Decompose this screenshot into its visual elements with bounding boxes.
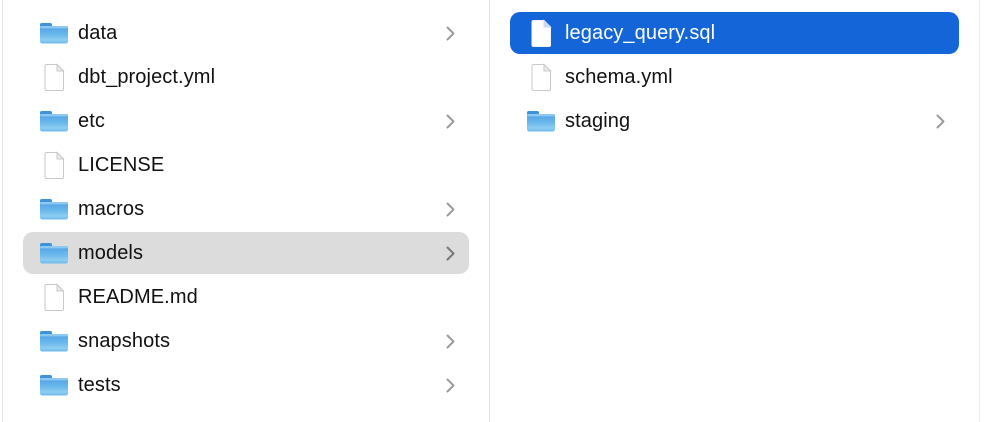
list-item-staging[interactable]: staging — [510, 100, 959, 142]
item-label: staging — [565, 109, 631, 132]
list-item-data[interactable]: data — [23, 12, 469, 54]
folder-icon — [39, 326, 69, 356]
item-label: README.md — [78, 285, 198, 308]
file-icon — [526, 62, 556, 92]
list-item-legacy-query-sql[interactable]: legacy_query.sql — [510, 12, 959, 54]
chevron-right-icon — [438, 334, 455, 349]
chevron-right-icon — [438, 246, 455, 261]
list-item-macros[interactable]: macros — [23, 188, 469, 230]
item-label: data — [78, 21, 118, 44]
chevron-right-icon — [438, 114, 455, 129]
chevron-right-icon — [928, 114, 945, 129]
chevron-right-icon — [438, 202, 455, 217]
folder-icon — [39, 238, 69, 268]
item-label: schema.yml — [565, 65, 673, 88]
list-item-license[interactable]: LICENSE — [23, 144, 469, 186]
list-item-snapshots[interactable]: snapshots — [23, 320, 469, 362]
list-item-readme-md[interactable]: README.md — [23, 276, 469, 318]
folder-icon — [526, 106, 556, 136]
item-label: legacy_query.sql — [565, 21, 716, 44]
item-label: etc — [78, 109, 105, 132]
item-label: LICENSE — [78, 153, 165, 176]
column-right: legacy_query.sql schema.yml staging — [490, 0, 980, 422]
file-icon — [39, 150, 69, 180]
item-label: models — [78, 241, 144, 264]
item-label: dbt_project.yml — [78, 65, 216, 88]
chevron-right-icon — [438, 26, 455, 41]
list-item-dbt-project-yml[interactable]: dbt_project.yml — [23, 56, 469, 98]
folder-icon — [39, 106, 69, 136]
file-icon — [39, 282, 69, 312]
folder-icon — [39, 18, 69, 48]
folder-icon — [39, 194, 69, 224]
chevron-right-icon — [438, 378, 455, 393]
list-item-tests[interactable]: tests — [23, 364, 469, 406]
list-item-models[interactable]: models — [23, 232, 469, 274]
list-item-schema-yml[interactable]: schema.yml — [510, 56, 959, 98]
item-label: snapshots — [78, 329, 171, 352]
list-item-etc[interactable]: etc — [23, 100, 469, 142]
column-left: data dbt_project.yml etc LICENSE macros … — [2, 0, 490, 422]
item-label: tests — [78, 373, 121, 396]
folder-icon — [39, 370, 69, 400]
item-label: macros — [78, 197, 145, 220]
file-icon — [39, 62, 69, 92]
file-icon — [526, 18, 556, 48]
